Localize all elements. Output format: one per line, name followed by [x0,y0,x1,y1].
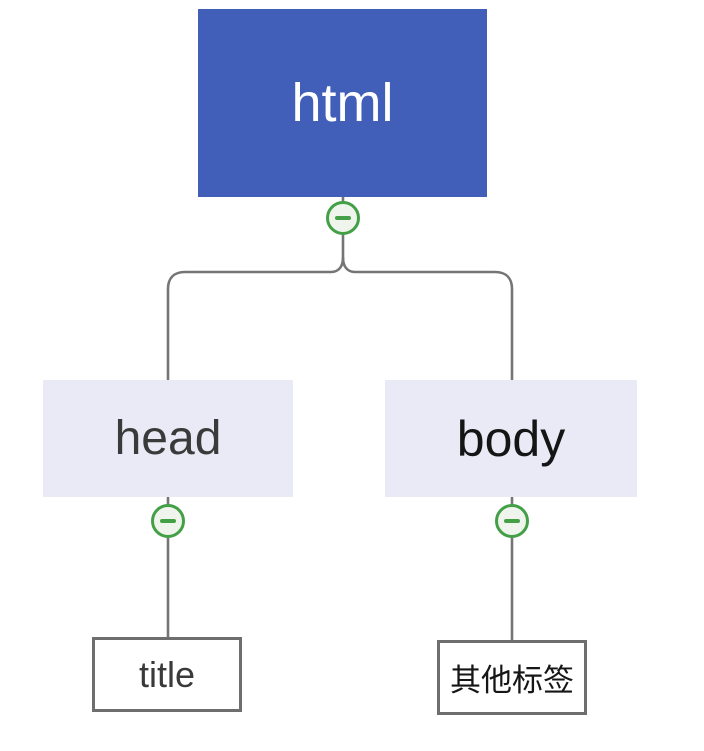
node-body-label: body [456,410,566,467]
collapse-button-html[interactable] [326,201,360,235]
node-html[interactable]: html [198,9,487,197]
collapse-button-body[interactable] [495,504,529,538]
node-body[interactable]: body [385,380,637,497]
node-other-tags-label: 其他标签 [450,663,574,698]
node-title-label: title [138,653,196,695]
node-other-tags[interactable]: 其他标签 [437,640,587,715]
connector-root-to-head [166,256,345,382]
node-head-label: head [114,412,222,465]
connector-root-to-body [341,256,514,382]
collapse-button-head[interactable] [151,504,185,538]
minus-icon [335,216,351,220]
node-html-label: html [291,73,394,133]
minus-icon [160,519,176,523]
node-title[interactable]: title [92,637,242,712]
node-head[interactable]: head [43,380,293,497]
minus-icon [504,519,520,523]
